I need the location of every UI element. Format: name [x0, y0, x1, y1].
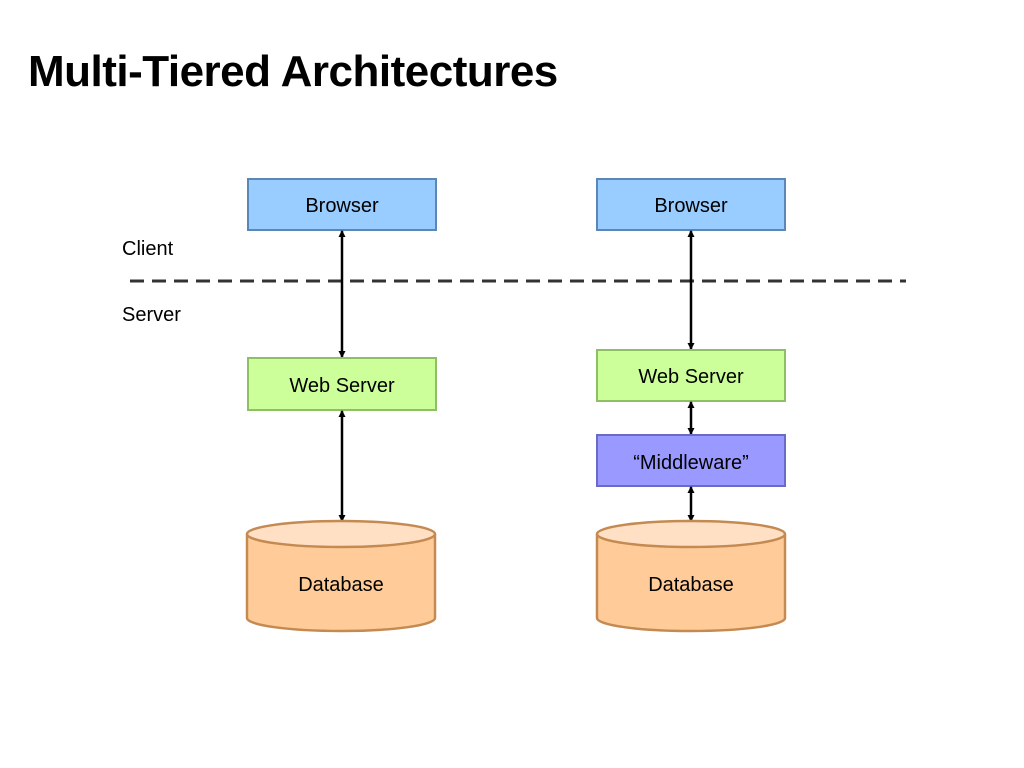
right-web-server-node: Web Server [596, 349, 786, 402]
left-browser-node: Browser [247, 178, 437, 231]
client-zone-label: Client [122, 238, 174, 260]
right-web-server-box [596, 349, 786, 402]
right-middleware-node: “Middleware” [596, 434, 786, 487]
slide-title: Multi-Tiered Architectures [28, 47, 558, 96]
right-database-body [595, 534, 787, 633]
server-zone-label: Server [122, 304, 181, 326]
left-web-server-label: Web Server [289, 375, 395, 397]
right-database-node: Database [595, 519, 787, 633]
left-database-label: Database [298, 574, 384, 596]
right-browser-label: Browser [654, 195, 728, 217]
right-browser-node: Browser [596, 178, 786, 231]
left-database-body [245, 534, 437, 633]
right-database-label: Database [648, 574, 734, 596]
left-database-node: Database [245, 519, 437, 633]
right-middleware-box [596, 434, 786, 487]
right-middleware-label: “Middleware” [633, 452, 749, 474]
left-browser-label: Browser [305, 195, 379, 217]
left-database-top [245, 519, 437, 549]
left-web-server-node: Web Server [247, 357, 437, 411]
right-web-server-label: Web Server [638, 366, 744, 388]
right-database-top [595, 519, 787, 549]
